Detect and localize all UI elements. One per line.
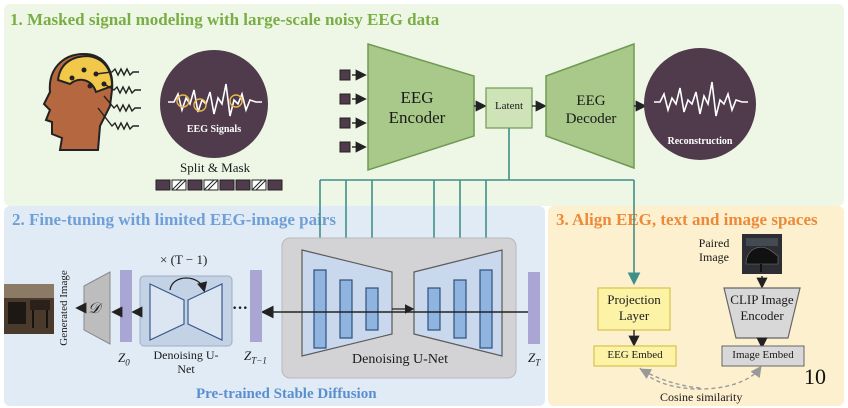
eeg-signals-label: EEG Signals [186, 124, 242, 135]
image-embed-box [721, 345, 805, 367]
zt-1-label: ZT−1 [244, 348, 267, 366]
stage2-title: 2. Fine-tuning with limited EEG-image pa… [12, 210, 336, 229]
mask-strip [155, 179, 283, 191]
image-embed-label: Image Embed [732, 349, 794, 361]
paired-image-label: Paired Image [698, 236, 730, 264]
paired-image [742, 234, 782, 274]
cosine-arc [639, 365, 762, 390]
eeg-signal-wave [168, 83, 262, 117]
unet-label: Denoising U-Net [352, 352, 449, 367]
clip-encoder-block [723, 287, 801, 339]
cosine-label: Cosine similarity [660, 390, 743, 404]
ellipsis: ··· [232, 300, 249, 317]
small-unet-down [149, 283, 185, 341]
latent-box [485, 87, 533, 129]
latent-label: Latent [494, 100, 524, 112]
generated-image-label: Generated Image [58, 270, 70, 346]
eeg-embed-box [593, 345, 677, 367]
z0-label: Z0 [118, 350, 130, 368]
loop-arrow [169, 277, 208, 293]
patch-inputs [339, 69, 367, 153]
stage1-title: 1. Masked signal modeling with large-sca… [10, 10, 440, 29]
stage3-title: 3. Align EEG, text and image spaces [556, 210, 818, 229]
unet-layers [313, 269, 493, 349]
eeg-encoder-label: EEG Encoder [388, 88, 446, 127]
zt-1-bar [250, 270, 262, 342]
eeg-embed-label: EEG Embed [607, 349, 663, 361]
projection-layer-box [597, 287, 671, 331]
split-mask-label: Split & Mask [180, 160, 251, 175]
eeg-decoder-block [545, 42, 635, 170]
small-unet-up [187, 283, 223, 341]
projection-label: Projection Layer [607, 292, 661, 323]
decoder-symbol: 𝒟 [88, 301, 100, 317]
eeg-decoder-label: EEG Decoder [565, 93, 617, 127]
eeg-encoder-block [367, 42, 475, 172]
repeat-label: × (T − 1) [160, 252, 208, 267]
generated-image [4, 284, 54, 334]
reconstruction-wave [654, 81, 748, 117]
image-decoder-block [83, 271, 111, 345]
z0-bar [120, 270, 132, 342]
zt-label: ZT [528, 350, 541, 368]
pretrained-label: Pre-trained Stable Diffusion [196, 386, 377, 402]
head-icon [42, 52, 114, 151]
clip-encoder-label: CLIP Image Encoder [730, 292, 794, 323]
eeg-wires [95, 67, 141, 131]
zt-bar [528, 272, 540, 344]
small-unet-label: Denoising U-Net [153, 348, 219, 376]
eeg-signals-circle [160, 50, 268, 158]
reconstruction-circle [644, 48, 756, 160]
page-number: 10 [804, 364, 826, 389]
reconstruction-label: Reconstruction [667, 136, 733, 147]
